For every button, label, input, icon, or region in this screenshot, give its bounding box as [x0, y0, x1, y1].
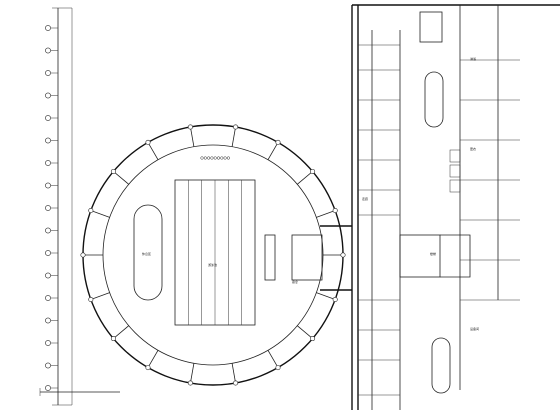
radial-wall	[316, 292, 336, 300]
seat-dot	[213, 156, 217, 160]
service-rooms	[419, 11, 443, 43]
column-marker	[110, 168, 116, 174]
seat-dot	[220, 156, 224, 160]
column-marker	[332, 208, 338, 214]
shower-label: 淋浴	[470, 56, 476, 61]
seat-dot	[226, 156, 230, 160]
equip-label: 设备间	[470, 326, 479, 331]
axis-bubble	[45, 92, 51, 99]
column-marker	[110, 336, 116, 342]
column-marker	[340, 252, 346, 258]
column-marker	[88, 296, 94, 302]
axis-bubble	[45, 250, 51, 256]
radial-wall	[267, 142, 279, 160]
column-marker	[80, 252, 86, 258]
radial-wall	[267, 350, 279, 368]
sauna-label: 桑拿	[292, 279, 298, 284]
radial-wall	[113, 171, 129, 185]
radial-wall	[231, 363, 236, 384]
radial-wall	[297, 325, 313, 339]
connecting-link	[291, 225, 352, 291]
radial-wall	[297, 171, 313, 185]
radial-wall	[190, 126, 195, 147]
column-marker	[88, 208, 94, 214]
radial-wall	[316, 210, 336, 218]
radial-wall	[147, 350, 159, 368]
shower-stall	[449, 179, 461, 193]
pool-label: 游泳池	[208, 262, 217, 267]
circular-pool-hall: 游泳池 休息区 桑拿	[80, 124, 346, 386]
seat-dot	[200, 156, 204, 160]
axis-bubble	[45, 340, 51, 346]
axis-bubble	[45, 295, 51, 301]
oval-bath-upper	[424, 71, 444, 128]
radial-wall	[113, 325, 129, 339]
column-marker	[310, 168, 316, 174]
radial-wall	[90, 210, 110, 218]
axis-bubble	[45, 272, 51, 279]
inner-ring-wall	[102, 144, 324, 366]
column-marker	[310, 336, 316, 342]
seat-dot	[210, 156, 214, 160]
column-marker	[233, 380, 239, 386]
column-marker	[187, 380, 193, 386]
locker-label: 更衣	[470, 146, 476, 151]
seat-dot	[207, 156, 211, 160]
axis-grid-bubbles	[45, 25, 58, 391]
column-marker	[275, 365, 281, 371]
radial-wall	[90, 292, 110, 300]
axis-bubble	[45, 317, 51, 324]
seat-dot	[216, 156, 221, 160]
axis-bubble	[45, 115, 51, 121]
axis-bubble	[45, 362, 51, 369]
corridor-label: 走廊	[362, 196, 368, 201]
axis-bubble	[45, 137, 51, 144]
wing-room-partitions	[358, 44, 520, 396]
lounge-label: 休息区	[142, 251, 151, 256]
column-marker	[233, 124, 239, 130]
leisure-pool-outline	[133, 204, 163, 301]
axis-bubble	[45, 160, 51, 166]
rectangular-wing: 楼梯 走廊 淋浴 更衣 设备间	[351, 4, 560, 410]
radial-partitions	[80, 124, 346, 386]
column-marker	[145, 139, 151, 145]
axis-bubble	[45, 25, 51, 31]
column-marker	[145, 365, 151, 371]
spectator-seat-row	[200, 156, 230, 160]
seat-dot	[223, 156, 227, 160]
axis-bubble	[45, 47, 51, 54]
bottom-axis	[39, 388, 120, 396]
lobby-bay	[440, 234, 471, 278]
shower-stall	[449, 149, 461, 163]
column-marker	[332, 296, 338, 302]
axis-bubble	[45, 182, 51, 189]
pool-lane-lines	[188, 180, 242, 325]
column-marker	[187, 124, 193, 130]
axis-bubble	[45, 205, 51, 211]
stair-core	[399, 234, 441, 278]
radial-wall	[190, 363, 195, 384]
axis-bubble	[45, 70, 51, 76]
radial-wall	[231, 126, 236, 147]
shower-stall	[449, 164, 461, 178]
stair-label: 楼梯	[430, 251, 436, 256]
jacuzzi-outline	[264, 234, 276, 281]
oval-bath-lower	[431, 337, 451, 394]
radial-wall	[147, 142, 159, 160]
axis-bubble	[45, 385, 51, 391]
axis-bubble	[45, 227, 51, 234]
outer-ring-wall	[82, 124, 344, 386]
left-axis-ruler	[45, 7, 73, 406]
seat-dot	[203, 156, 207, 160]
column-marker	[275, 139, 281, 145]
